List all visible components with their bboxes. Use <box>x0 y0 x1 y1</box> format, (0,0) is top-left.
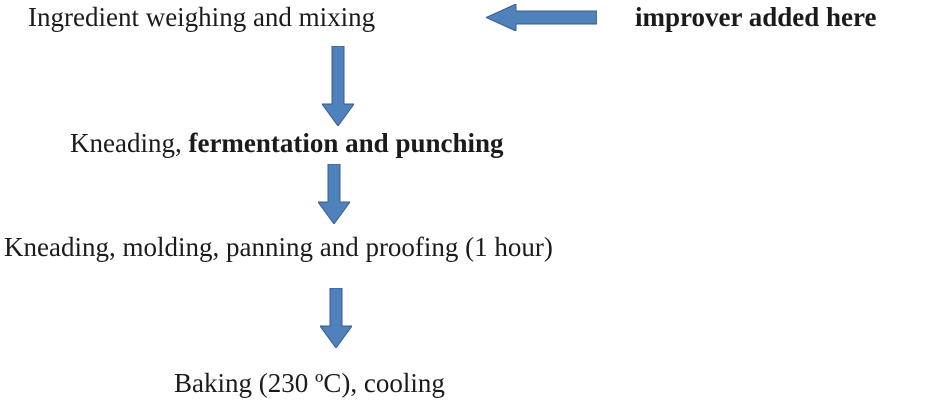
left-arrow-icon <box>486 4 597 31</box>
down-arrow-icon <box>322 46 354 126</box>
down-arrow-icon <box>320 288 352 348</box>
step-kneading-fermentation-punching: Kneading, fermentation and punching <box>70 126 504 160</box>
step-ingredient-weighing-and-mixing: Ingredient weighing and mixing <box>28 2 376 32</box>
step2-normal-text: Kneading, <box>70 128 189 158</box>
step-kneading-molding-panning-proofing: Kneading, molding, panning and proofing … <box>4 232 553 262</box>
improver-annotation: improver added here <box>635 2 877 32</box>
step2-bold-text: fermentation and punching <box>188 128 504 158</box>
down-arrow-icon <box>318 164 350 224</box>
step-baking-cooling: Baking (230 ºC), cooling <box>174 368 445 398</box>
